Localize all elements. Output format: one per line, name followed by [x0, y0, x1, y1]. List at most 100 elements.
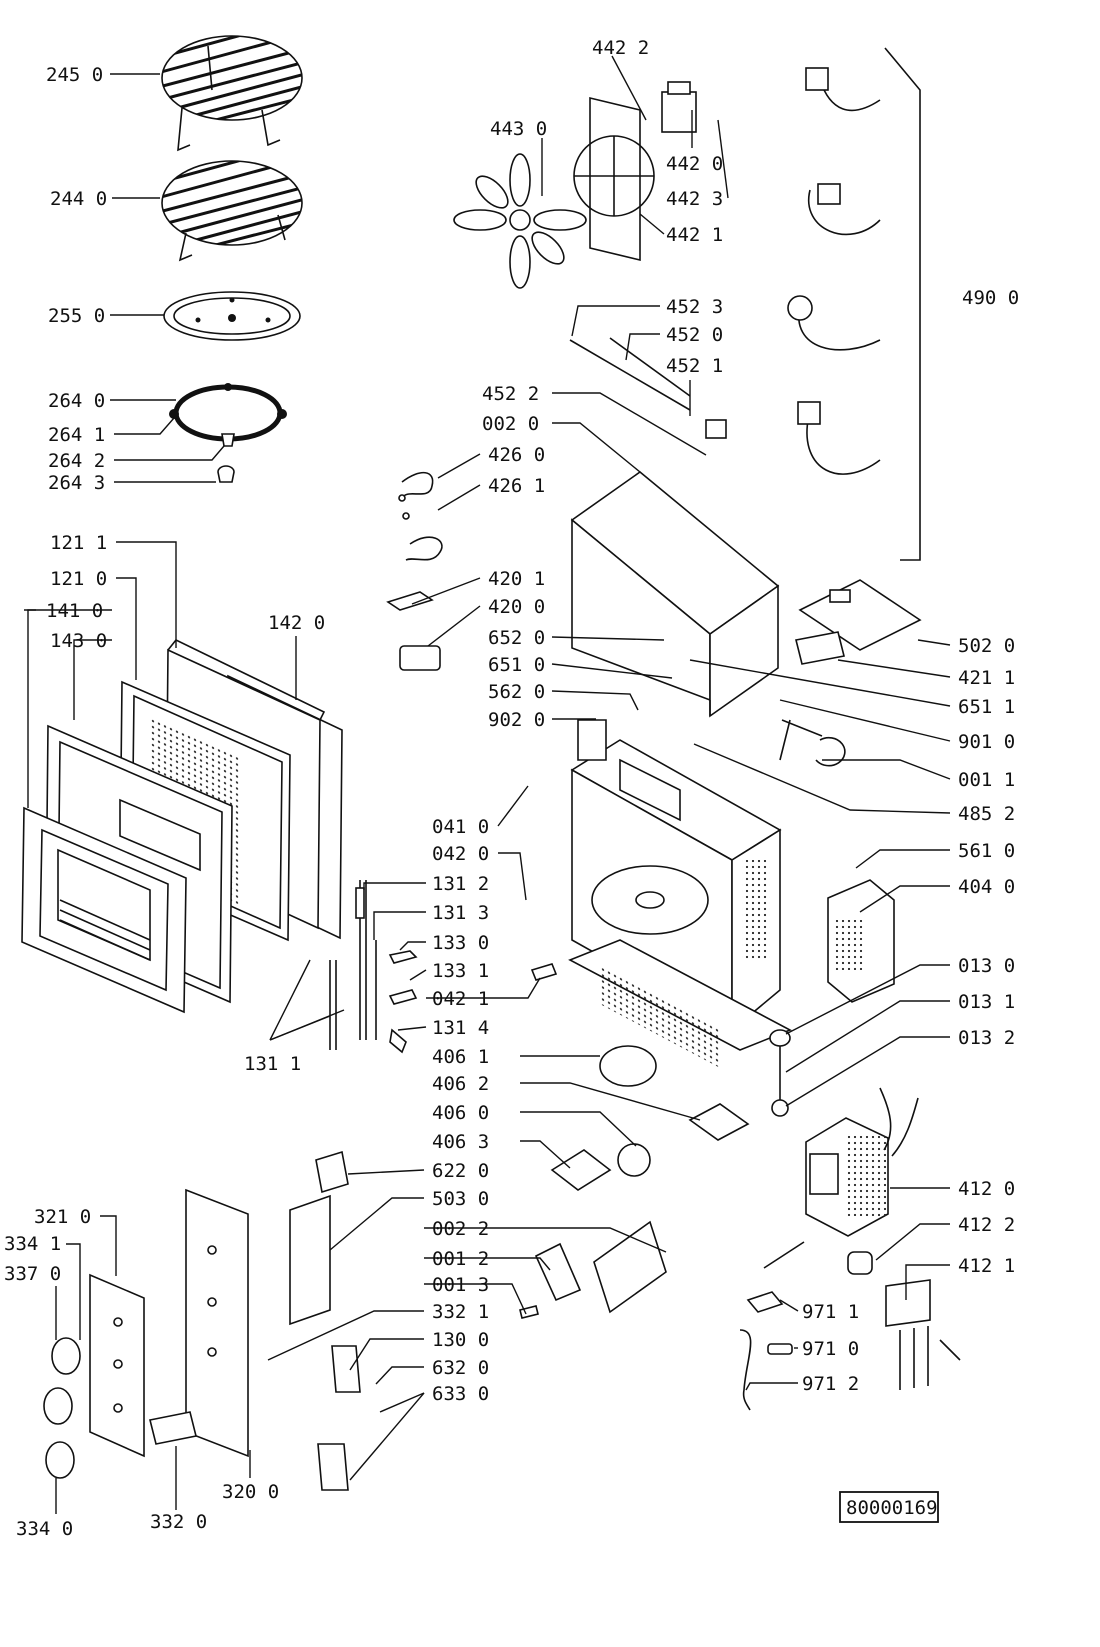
label-452-0: 452 0: [666, 324, 723, 346]
part-number-labels: 245 0 244 0 255 0 264 0 264 1 264 2 264 …: [4, 37, 1019, 1540]
label-264-0: 264 0: [48, 390, 105, 412]
document-number-box: 80000169: [839, 1491, 939, 1523]
label-443-0: 443 0: [490, 118, 547, 140]
label-002-2: 002 2: [432, 1218, 489, 1240]
label-121-1: 121 1: [50, 532, 107, 554]
label-420-1: 420 1: [488, 568, 545, 590]
label-902-0: 902 0: [488, 709, 545, 731]
mounting-bracket-parts: [519, 1242, 582, 1319]
document-number: 80000169: [846, 1497, 938, 1519]
label-562-0: 562 0: [488, 681, 545, 703]
label-412-0: 412 0: [958, 1178, 1015, 1200]
waveguide-cover-part: [593, 1220, 667, 1314]
mains-cords-part: [787, 47, 921, 561]
label-651-0: 651 0: [488, 654, 545, 676]
label-001-3: 001 3: [432, 1274, 489, 1296]
door-assembly-part: [21, 639, 343, 1014]
label-485-2: 485 2: [958, 803, 1015, 825]
label-042-1: 042 1: [432, 988, 489, 1010]
label-002-0: 002 0: [482, 413, 539, 435]
label-321-0: 321 0: [34, 1206, 91, 1228]
label-142-0: 142 0: [268, 612, 325, 634]
label-264-2: 264 2: [48, 450, 105, 472]
label-442-0: 442 0: [666, 153, 723, 175]
wiring-harness-part: [398, 471, 443, 561]
label-332-0: 332 0: [150, 1511, 207, 1533]
label-452-3: 452 3: [666, 296, 723, 318]
door-latch-part: [329, 880, 558, 1054]
label-001-1: 001 1: [958, 769, 1015, 791]
label-652-0: 652 0: [488, 627, 545, 649]
label-442-1: 442 1: [666, 224, 723, 246]
label-561-0: 561 0: [958, 840, 1015, 862]
heater-parts: [569, 337, 727, 439]
label-442-3: 442 3: [666, 188, 723, 210]
label-131-4: 131 4: [432, 1017, 489, 1039]
label-337-0: 337 0: [4, 1263, 61, 1285]
magnetron-part: [779, 719, 895, 1003]
oven-cavity-part: [568, 719, 792, 1068]
label-452-1: 452 1: [666, 355, 723, 377]
label-334-0: 334 0: [16, 1518, 73, 1540]
label-131-2: 131 2: [432, 873, 489, 895]
roller-ring-part: [169, 383, 287, 483]
label-426-1: 426 1: [488, 475, 545, 497]
label-245-0: 245 0: [46, 64, 103, 86]
label-632-0: 632 0: [432, 1357, 489, 1379]
label-332-1: 332 1: [432, 1301, 489, 1323]
label-264-3: 264 3: [48, 472, 105, 494]
label-502-0: 502 0: [958, 635, 1015, 657]
control-board-part: [795, 579, 922, 665]
label-264-1: 264 1: [48, 424, 105, 446]
label-412-2: 412 2: [958, 1214, 1015, 1236]
high-rack-part: [161, 35, 303, 152]
label-013-2: 013 2: [958, 1027, 1015, 1049]
stirrer-cover-parts: [550, 1045, 750, 1191]
stirrer-motor-parts: [769, 1029, 791, 1117]
label-412-1: 412 1: [958, 1255, 1015, 1277]
label-404-0: 404 0: [958, 876, 1015, 898]
label-406-0: 406 0: [432, 1102, 489, 1124]
label-130-0: 130 0: [432, 1329, 489, 1351]
label-042-0: 042 0: [432, 843, 489, 865]
label-121-0: 121 0: [50, 568, 107, 590]
label-503-0: 503 0: [432, 1188, 489, 1210]
label-971-0: 971 0: [802, 1338, 859, 1360]
label-334-1: 334 1: [4, 1233, 61, 1255]
label-143-0: 143 0: [50, 630, 107, 652]
label-255-0: 255 0: [48, 305, 105, 327]
label-406-2: 406 2: [432, 1073, 489, 1095]
label-013-0: 013 0: [958, 955, 1015, 977]
fan-assembly-part: [453, 81, 697, 289]
label-131-1: 131 1: [244, 1053, 301, 1075]
label-244-0: 244 0: [50, 188, 107, 210]
label-901-0: 901 0: [958, 731, 1015, 753]
label-452-2: 452 2: [482, 383, 539, 405]
transformer-part: [805, 1087, 961, 1390]
capacitor-part: [386, 591, 441, 671]
label-013-1: 013 1: [958, 991, 1015, 1013]
fuse-parts: [739, 1241, 805, 1411]
label-406-1: 406 1: [432, 1046, 489, 1068]
label-421-1: 421 1: [958, 667, 1015, 689]
label-622-0: 622 0: [432, 1160, 489, 1182]
label-131-3: 131 3: [432, 902, 489, 924]
label-041-0: 041 0: [432, 816, 489, 838]
leader-lines: [24, 55, 951, 1514]
label-133-1: 133 1: [432, 960, 489, 982]
label-133-0: 133 0: [432, 932, 489, 954]
label-633-0: 633 0: [432, 1383, 489, 1405]
label-141-0: 141 0: [46, 600, 103, 622]
label-426-0: 426 0: [488, 444, 545, 466]
label-971-2: 971 2: [802, 1373, 859, 1395]
label-490-0: 490 0: [962, 287, 1019, 309]
turntable-glass-part: [163, 291, 301, 341]
label-406-3: 406 3: [432, 1131, 489, 1153]
label-420-0: 420 0: [488, 596, 545, 618]
label-001-2: 001 2: [432, 1248, 489, 1270]
label-320-0: 320 0: [222, 1481, 279, 1503]
label-971-1: 971 1: [802, 1301, 859, 1323]
label-651-1: 651 1: [958, 696, 1015, 718]
outer-cabinet-part: [570, 470, 780, 718]
